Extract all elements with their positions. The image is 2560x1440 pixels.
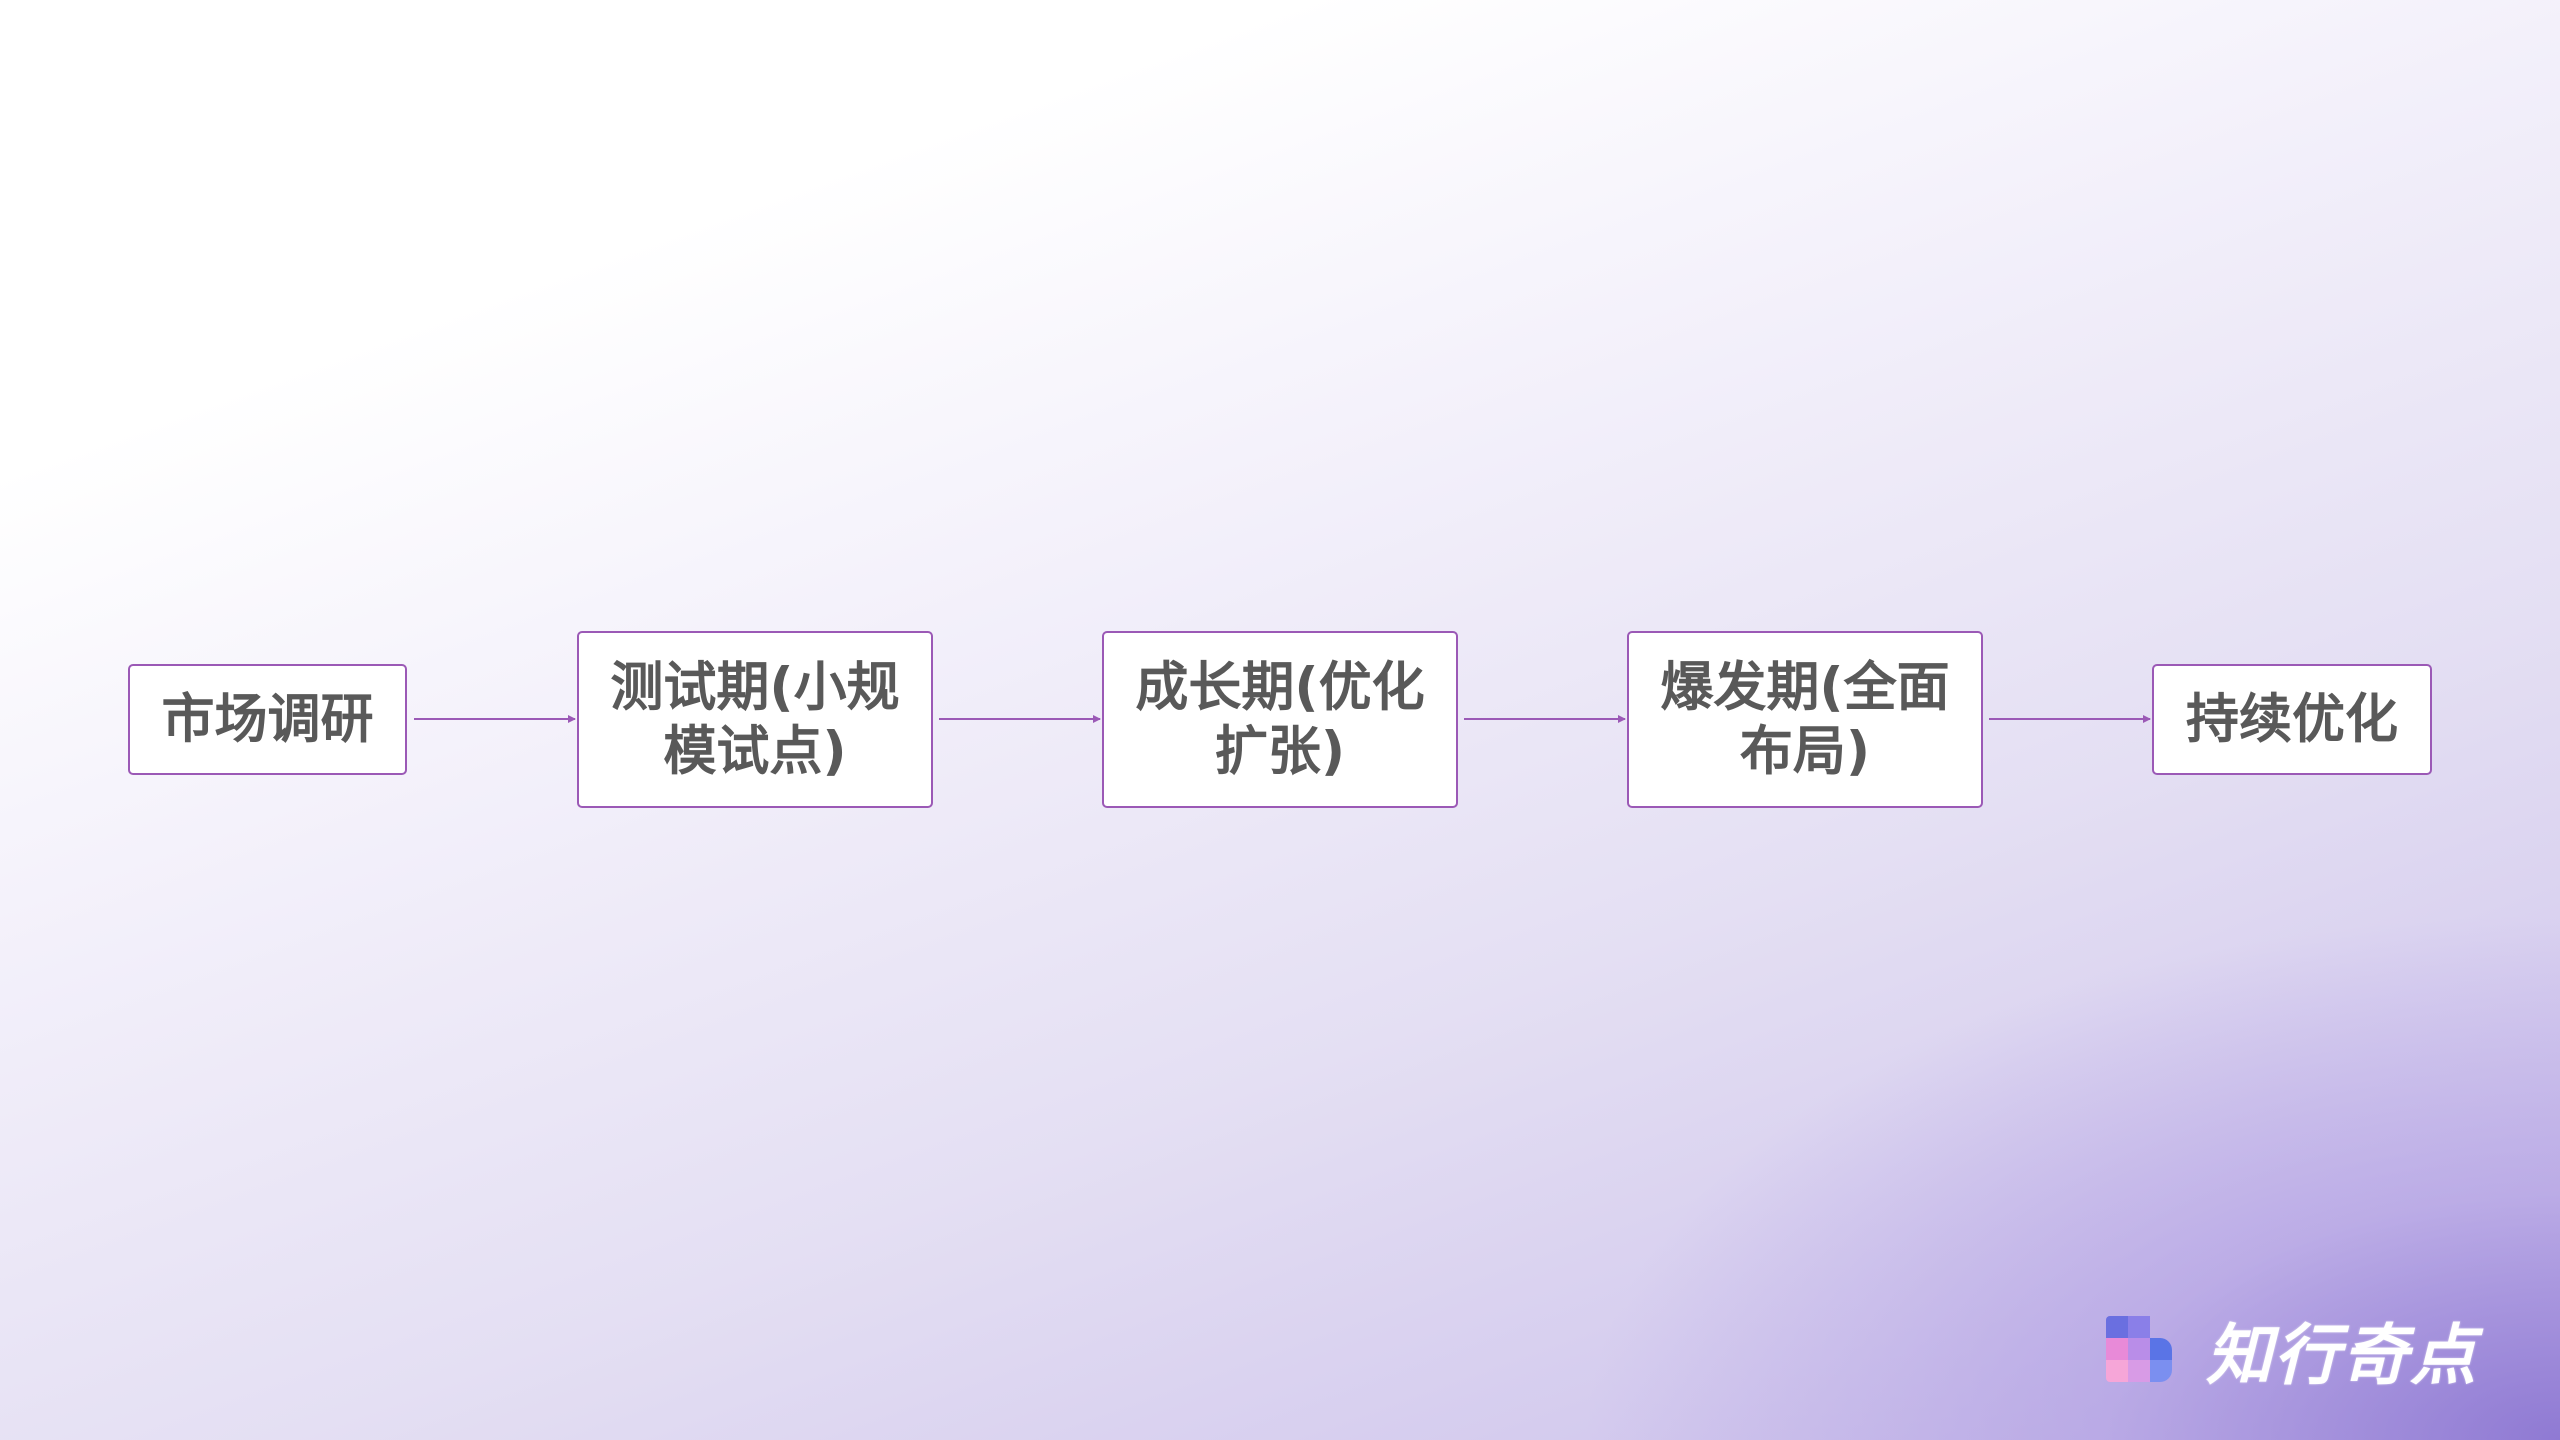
step-continuous-optimization: 持续优化 xyxy=(2152,664,2432,775)
step-label: 测试期(小规 模试点) xyxy=(610,656,900,782)
step-label: 成长期(优化 扩张) xyxy=(1135,656,1425,782)
logo-text: 知行奇点 xyxy=(2206,1317,2478,1394)
step-label: 持续优化 xyxy=(2186,688,2398,750)
step-testing-phase: 测试期(小规 模试点) xyxy=(577,631,933,808)
step-market-research: 市场调研 xyxy=(128,664,407,775)
step-label: 市场调研 xyxy=(161,688,374,750)
step-explosion-phase: 爆发期(全面 布局) xyxy=(1627,631,1983,808)
logo-mark-icon xyxy=(2100,1312,2176,1388)
brand-logo: 知行奇点 xyxy=(2100,1310,2478,1394)
step-label: 爆发期(全面 布局) xyxy=(1660,656,1950,782)
step-growth-phase: 成长期(优化 扩张) xyxy=(1102,631,1458,808)
